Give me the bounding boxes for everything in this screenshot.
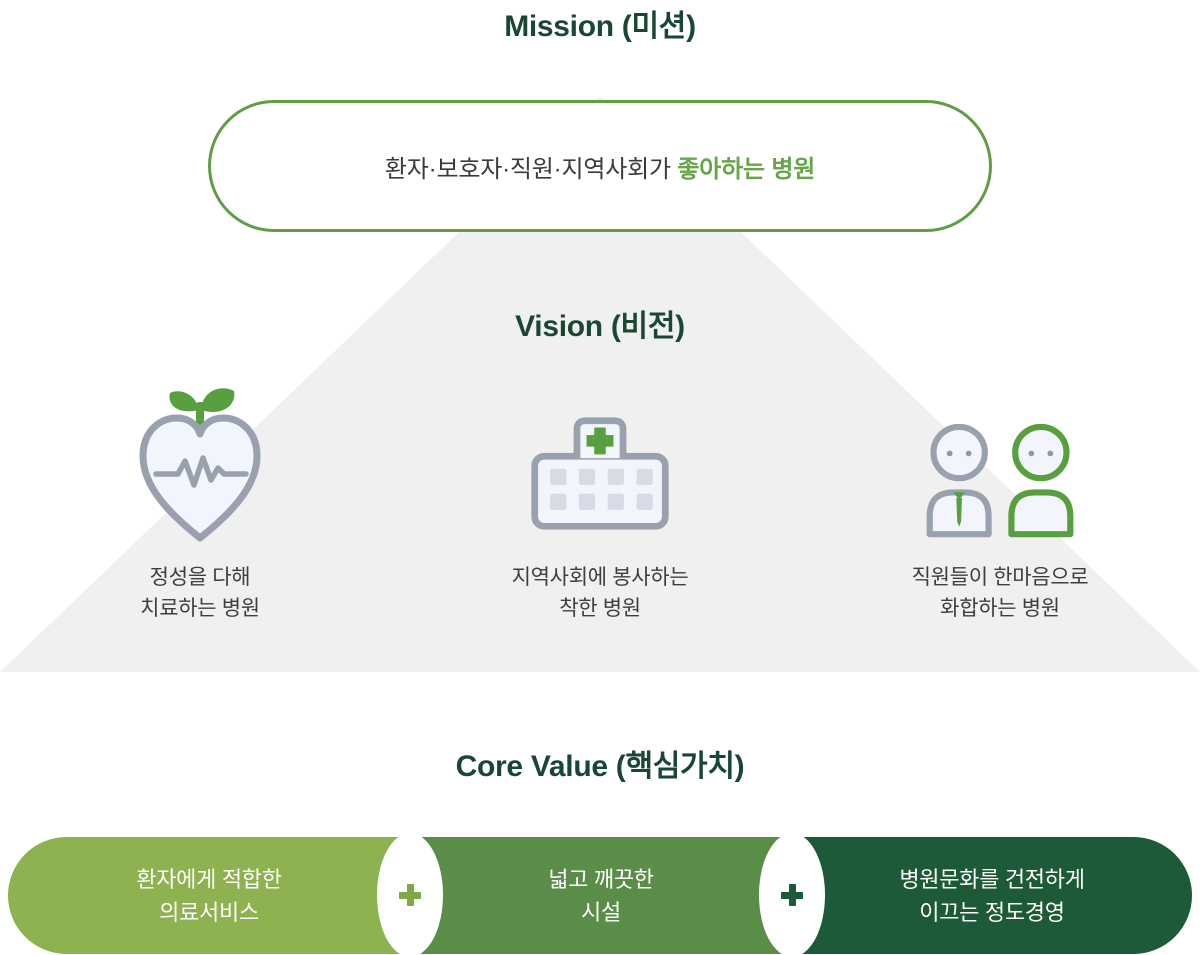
- plus-1-bar-vertical: [406, 884, 414, 906]
- cross-icon: [586, 427, 614, 455]
- plus-icon-1: [399, 884, 421, 906]
- vision-title: Vision (비전): [515, 310, 685, 343]
- person-gray-head: [930, 424, 988, 482]
- hospital-main-building: [531, 452, 669, 530]
- mission-statement-prefix: 환자·보호자·직원·지역사회가: [384, 155, 678, 183]
- core-value-title: Core Value (핵심가치): [455, 750, 745, 783]
- core-value-1-line2: 의료서비스: [159, 899, 259, 925]
- core-value-3-line1: 병원문화를 건전하게: [899, 866, 1085, 892]
- person-green-eye-left: [1028, 450, 1035, 457]
- mission-statement-highlight: 좋아하는 병원: [677, 155, 816, 183]
- core-value-2-line1: 넓고 깨끗한: [548, 866, 654, 892]
- vision-caption-3-line2: 화합하는 병원: [940, 597, 1060, 620]
- person-gray-eye-right: [965, 450, 972, 457]
- mission-statement-pill: 환자·보호자·직원·지역사회가 좋아하는 병원: [208, 100, 992, 232]
- vision-caption-2-line1: 지역사회에 봉사하는: [511, 566, 689, 589]
- core-value-2-line2: 시설: [581, 899, 621, 925]
- vision-caption-1: 정성을 다해 치료하는 병원: [40, 562, 360, 624]
- core-value-pill-1: 환자에게 적합한 의료서비스: [8, 837, 410, 954]
- person-green-head: [1012, 424, 1070, 482]
- sprout-leaf-right: [201, 388, 235, 413]
- people-icon: [926, 424, 1074, 538]
- plus-2-bar-vertical: [788, 884, 796, 906]
- heart-outline: [139, 414, 261, 542]
- person-green-body: [1008, 489, 1074, 538]
- person-green-eye-right: [1047, 450, 1054, 457]
- core-value-1-line1: 환자에게 적합한: [136, 866, 282, 892]
- core-value-3-line2: 이끄는 정도경영: [919, 899, 1065, 925]
- vision-caption-2: 지역사회에 봉사하는 착한 병원: [440, 562, 760, 624]
- vision-caption-3-line1: 직원들이 한마음으로: [911, 566, 1089, 589]
- core-value-pill-2: 넓고 깨끗한 시설: [410, 837, 792, 954]
- core-value-strip: 환자에게 적합한 의료서비스 넓고 깨끗한 시설 병원문화를 건전하게 이끄는 …: [0, 837, 1200, 954]
- ekg-line: [153, 455, 249, 488]
- mission-title: Mission (미션): [504, 10, 696, 43]
- plus-icon-2: [781, 884, 803, 906]
- core-value-pill-3: 병원문화를 건전하게 이끄는 정도경영: [792, 837, 1192, 954]
- hospital-windows: [550, 468, 653, 510]
- vision-caption-3: 직원들이 한마음으로 화합하는 병원: [840, 562, 1160, 624]
- tie-icon: [953, 492, 965, 527]
- heart-sprout-icon: [139, 388, 261, 542]
- hospital-icon: [531, 417, 669, 530]
- person-gray-eye-left: [946, 450, 953, 457]
- mission-statement: 환자·보호자·직원·지역사회가 좋아하는 병원: [385, 149, 815, 184]
- vision-caption-2-line2: 착한 병원: [559, 597, 641, 620]
- sprout-leaf-left: [169, 391, 199, 412]
- vision-caption-1-line2: 치료하는 병원: [140, 597, 260, 620]
- vision-caption-1-line1: 정성을 다해: [149, 566, 251, 589]
